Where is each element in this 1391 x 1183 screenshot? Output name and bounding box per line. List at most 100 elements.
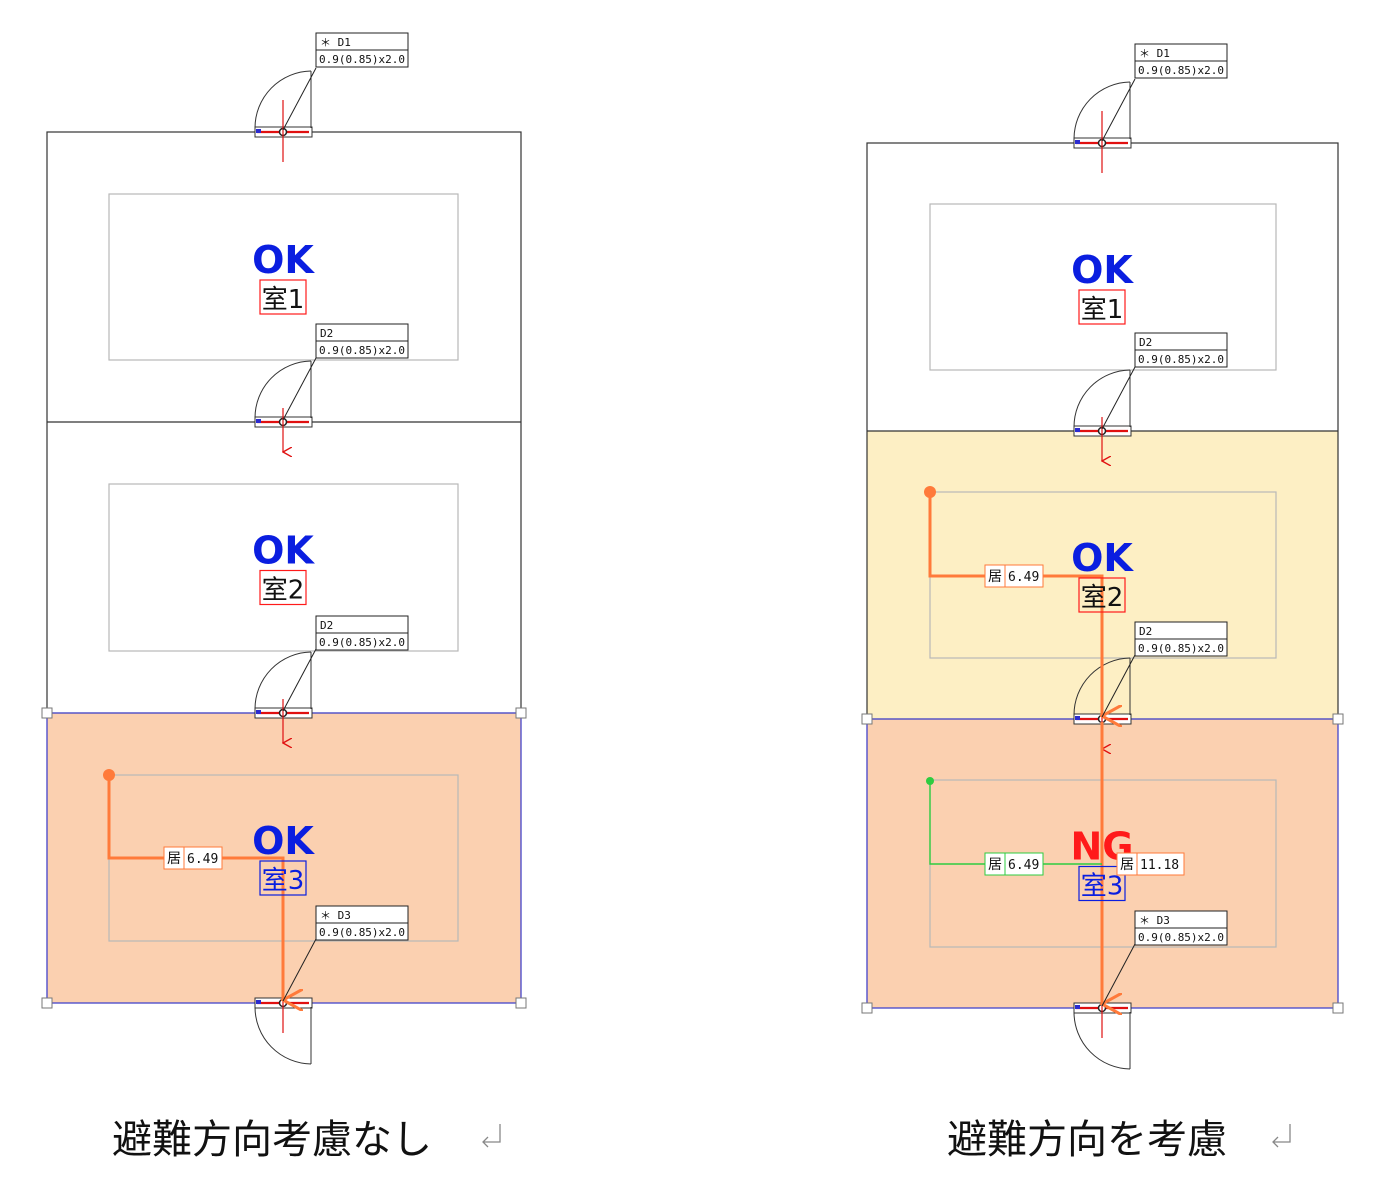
room-area[interactable]	[867, 143, 1338, 431]
distance-value: 11.18	[1140, 858, 1179, 873]
room-name: 室1	[1081, 295, 1124, 325]
door-hinge-mark	[1075, 140, 1080, 144]
door-tag: D2 0.9(0.85)x2.0	[315, 615, 409, 651]
door-tag-id: D2	[1139, 625, 1152, 638]
room-name-box	[259, 279, 307, 315]
door-hinge-mark	[256, 710, 261, 714]
door-tag-spec: 0.9(0.85)x2.0	[319, 637, 405, 649]
door-tag-id: ＊ D3	[320, 909, 351, 922]
door-tag-leader	[282, 648, 317, 712]
selection-handle[interactable]	[515, 707, 527, 719]
door-swing-arc	[254, 70, 312, 129]
distance-label: 居 6.49	[984, 852, 1044, 876]
room-verdict: OK	[252, 529, 315, 573]
door-tag-spec: 0.9(0.85)x2.0	[319, 345, 405, 357]
door-swing-arc	[1073, 81, 1131, 140]
room-name-box	[259, 860, 307, 896]
room-verdict: OK	[252, 819, 315, 863]
distance-prefix: 居	[167, 850, 181, 866]
door-tag: ＊ D1 0.9(0.85)x2.0	[1134, 43, 1228, 79]
selection-handle[interactable]	[41, 707, 53, 719]
door-tag: D2 0.9(0.85)x2.0	[1134, 332, 1228, 368]
return-arrow-icon	[1272, 1124, 1291, 1148]
door-tag: ＊ D1 0.9(0.85)x2.0	[315, 32, 409, 68]
distance-prefix: 居	[988, 856, 1002, 872]
room-area[interactable]	[47, 132, 521, 422]
door-tag-spec: 0.9(0.85)x2.0	[1138, 354, 1224, 366]
room-verdict: OK	[1071, 536, 1134, 580]
door-hinge-mark	[1075, 428, 1080, 432]
room-name-box	[1078, 865, 1126, 902]
door-tag-leader	[1101, 654, 1136, 718]
distance-value: 6.49	[1008, 858, 1039, 873]
door-swing-arc	[1073, 369, 1131, 428]
evacuation-route-alt	[929, 781, 1102, 865]
selection-handle[interactable]	[1332, 713, 1344, 725]
selection-handle[interactable]	[515, 997, 527, 1009]
door-tag-leader	[1101, 78, 1136, 142]
room-verdict: OK	[252, 238, 315, 282]
room-name: 室2	[262, 576, 305, 606]
room-name-box	[1078, 577, 1126, 613]
room-name: 室3	[262, 866, 305, 896]
room-inner-frame	[108, 193, 459, 361]
door-tag-id: ＊ D1	[320, 36, 351, 49]
distance-box	[1116, 852, 1185, 876]
door-tag-leader	[282, 938, 317, 1002]
distance-value: 6.49	[187, 852, 218, 867]
door-tag: D2 0.9(0.85)x2.0	[1134, 621, 1228, 657]
distance-value: 6.49	[1008, 570, 1039, 585]
door-hinge-mark	[256, 129, 261, 133]
return-arrow-path	[1272, 1124, 1291, 1148]
room-name: 室3	[1081, 872, 1124, 902]
distance-box	[984, 564, 1044, 588]
door-tag-spec: 0.9(0.85)x2.0	[319, 927, 405, 939]
door-swing-arc	[254, 651, 312, 710]
door-swing-arc	[254, 360, 312, 419]
door-tag-id: D2	[1139, 336, 1152, 349]
selection-handle[interactable]	[861, 1002, 873, 1014]
door-tag-spec: 0.9(0.85)x2.0	[319, 54, 405, 66]
distance-box	[163, 846, 223, 870]
door-tag-spec: 0.9(0.85)x2.0	[1138, 643, 1224, 655]
return-arrow-icon	[482, 1124, 501, 1148]
door-swing-arc	[1073, 657, 1131, 716]
door-tag-spec: 0.9(0.85)x2.0	[1138, 932, 1224, 944]
door-tag-leader	[282, 357, 317, 421]
door-tag-id: D2	[320, 619, 333, 632]
diagram-caption: 避難方向を考慮	[947, 1117, 1227, 1163]
selection-handle[interactable]	[1332, 1002, 1344, 1014]
door-hinge-mark	[1075, 716, 1080, 720]
diagram-caption: 避難方向考慮なし	[112, 1117, 432, 1163]
door-hinge-mark	[256, 1000, 261, 1004]
door-tag-id: ＊ D1	[1139, 47, 1170, 60]
door-tag-leader	[282, 67, 317, 131]
selection-handle[interactable]	[861, 713, 873, 725]
room-inner-frame	[108, 483, 459, 652]
distance-box	[984, 852, 1044, 876]
door-tag-id: ＊ D3	[1139, 914, 1170, 927]
room-name: 室2	[1081, 583, 1124, 613]
distance-label: 居 11.18	[1116, 852, 1185, 876]
door-tag-spec: 0.9(0.85)x2.0	[1138, 65, 1224, 77]
room-name-box	[259, 569, 307, 606]
door-tag-id: D2	[320, 327, 333, 340]
distance-prefix: 居	[988, 568, 1002, 584]
room-name: 室1	[262, 285, 305, 315]
door-tag: ＊ D3 0.9(0.85)x2.0	[1134, 910, 1228, 946]
return-arrow-path	[482, 1124, 501, 1148]
door-hinge-mark	[1075, 1005, 1080, 1009]
distance-prefix: 居	[1120, 856, 1134, 872]
door-tag: D2 0.9(0.85)x2.0	[315, 323, 409, 359]
door-tag-leader	[1101, 943, 1136, 1007]
selection-handle[interactable]	[41, 997, 53, 1009]
distance-label: 居 6.49	[984, 564, 1044, 588]
room-name-box	[1078, 289, 1126, 325]
door-swing-arc	[1073, 1011, 1131, 1070]
room-verdict: OK	[1071, 248, 1134, 292]
door-tag-leader	[1101, 366, 1136, 430]
room-area[interactable]	[47, 422, 521, 713]
door-tag: ＊ D3 0.9(0.85)x2.0	[315, 905, 409, 941]
room-inner-frame	[929, 203, 1277, 371]
